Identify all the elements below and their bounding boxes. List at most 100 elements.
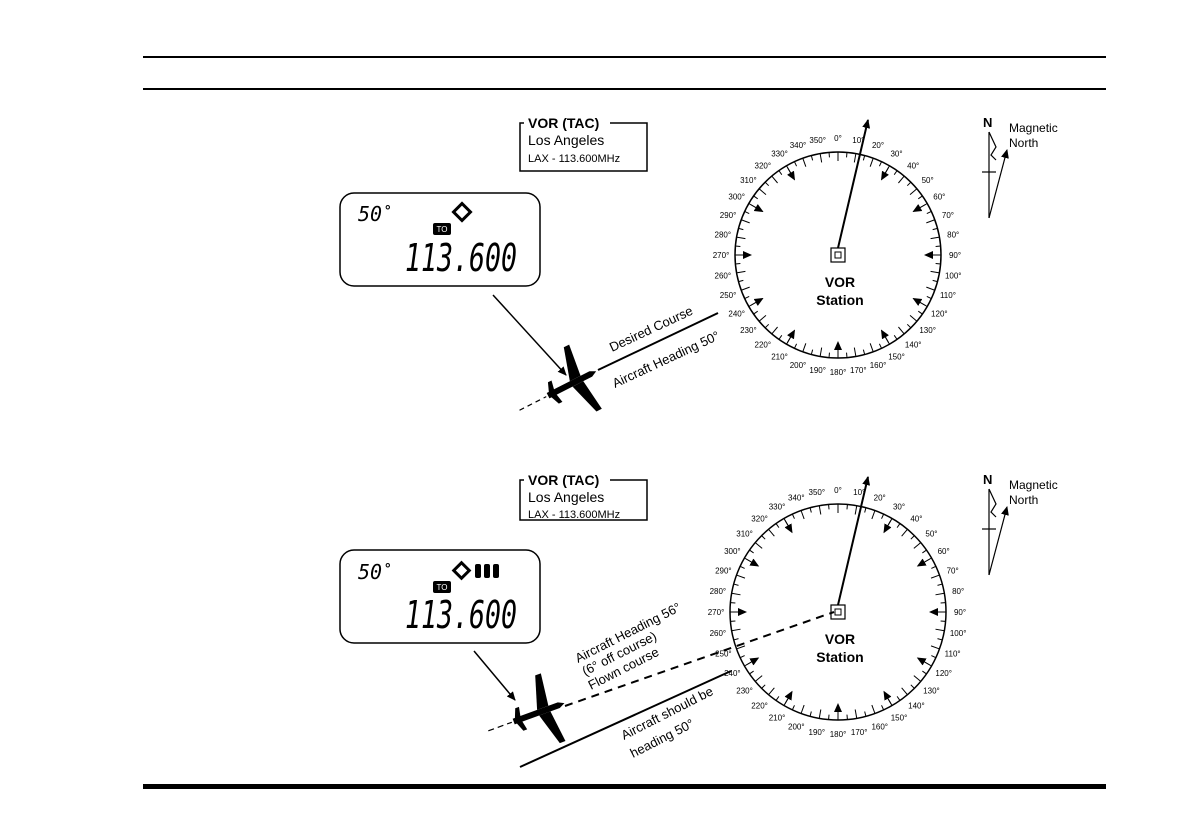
compass-tick (931, 565, 937, 569)
compass-label: 180° (830, 730, 847, 739)
compass-label: 90° (949, 251, 961, 260)
compass-tick (937, 583, 943, 586)
compass-tick (819, 153, 823, 163)
compass-tick (930, 236, 940, 240)
compass-label: 10° (852, 136, 864, 145)
compass-label: 330° (769, 502, 786, 511)
compass-tick (869, 343, 874, 352)
compass-tick (931, 655, 937, 659)
compass-label: 150° (891, 714, 908, 723)
compass-tick (744, 211, 750, 215)
compass-tick (791, 705, 795, 711)
compass-tick (775, 696, 780, 701)
compass-label: 60° (938, 547, 950, 556)
compass-tick (800, 510, 805, 520)
compass-tick (739, 655, 745, 659)
compass-arrow (745, 558, 760, 567)
compass-arrow (787, 329, 795, 343)
compass-tick (749, 549, 754, 554)
compass-label: 50° (925, 530, 937, 539)
compass-tick (864, 507, 867, 513)
diamond-icon (451, 560, 472, 581)
compass-tick (898, 326, 905, 335)
compass-tick (764, 181, 770, 187)
compass-label: 210° (771, 352, 788, 361)
compass-tick (738, 227, 744, 231)
compass-tick (764, 323, 770, 329)
compass-tick (738, 279, 744, 283)
compass-tick (733, 583, 739, 586)
compass-tick (926, 219, 935, 224)
compass-tick (893, 334, 898, 340)
compass-label: 70° (942, 211, 954, 220)
compass-label: 170° (850, 366, 867, 375)
compass-label: 20° (874, 493, 886, 502)
compass-tick (733, 638, 739, 641)
compass-tick (736, 574, 746, 579)
compass-label: 130° (923, 686, 940, 695)
deviation-bar (475, 564, 481, 578)
compass-tick (853, 347, 857, 357)
magnetic-north-icon: N Magnetic North (982, 115, 1058, 219)
compass-tick (935, 592, 945, 596)
display-degree-mark: ° (385, 202, 391, 218)
footer-rule (143, 784, 1106, 789)
deviation-bar (484, 564, 490, 578)
compass-tick (771, 326, 778, 335)
compass-tick (778, 170, 783, 176)
station-label-vor: VOR (825, 274, 855, 290)
compass-label: 140° (905, 341, 922, 350)
compass-tick (878, 343, 882, 349)
compass-arrow (881, 329, 889, 343)
compass-tick (862, 349, 866, 355)
compass-label: 350° (809, 488, 826, 497)
aircraft-icon (488, 673, 566, 744)
compass-arrow (784, 519, 793, 534)
display-to-flag: TO (437, 225, 448, 234)
compass-tick (800, 704, 805, 714)
compass-label: 140° (908, 701, 925, 710)
panel-bottom: VOR (TAC) Los Angeles LAX - 113.600MHz 5… (339, 472, 1058, 768)
station-label-station: Station (816, 649, 863, 665)
compass-label: 320° (755, 161, 772, 170)
compass-label: 260° (715, 271, 732, 280)
station-box-frequency: LAX - 113.600MHz (528, 509, 620, 521)
compass-arrow (787, 167, 795, 181)
compass-tick (896, 696, 901, 701)
compass-tick (778, 334, 783, 340)
compass-label: 210° (769, 714, 786, 723)
compass-tick (810, 349, 814, 355)
compass-tick (871, 704, 876, 714)
compass-label: 150° (888, 352, 905, 361)
compass-tick (878, 161, 882, 167)
bearing-needle (837, 119, 871, 249)
compass-tick (819, 347, 823, 357)
compass-label: 190° (809, 366, 826, 375)
compass-label: 270° (713, 251, 730, 260)
north-label-line2: North (1009, 493, 1038, 507)
diamond-icon (451, 201, 473, 223)
compass-label: 40° (910, 515, 922, 524)
compass-tick (736, 645, 746, 650)
compass-label: 340° (790, 141, 807, 150)
compass-tick (917, 310, 923, 315)
compass-tick (731, 628, 741, 632)
compass-label: 340° (788, 493, 805, 502)
compass-tick (761, 684, 766, 689)
compass-tick (754, 542, 763, 549)
compass-tick (802, 343, 807, 352)
compass-arrow (912, 204, 926, 213)
desired-course-line (597, 312, 719, 371)
header-rule-bottom (143, 88, 1106, 90)
compass-label: 230° (740, 326, 757, 335)
compass-label: 80° (947, 231, 959, 240)
compass-label: 0° (834, 134, 842, 143)
compass-label: 20° (872, 141, 884, 150)
station-box-city: Los Angeles (528, 489, 604, 505)
compass-label: 300° (724, 547, 741, 556)
compass-tick (809, 507, 812, 513)
display-bearing: 50 (358, 560, 382, 584)
compass-label: 240° (724, 669, 741, 678)
compass-tick (775, 523, 780, 528)
compass-tick (906, 181, 912, 187)
